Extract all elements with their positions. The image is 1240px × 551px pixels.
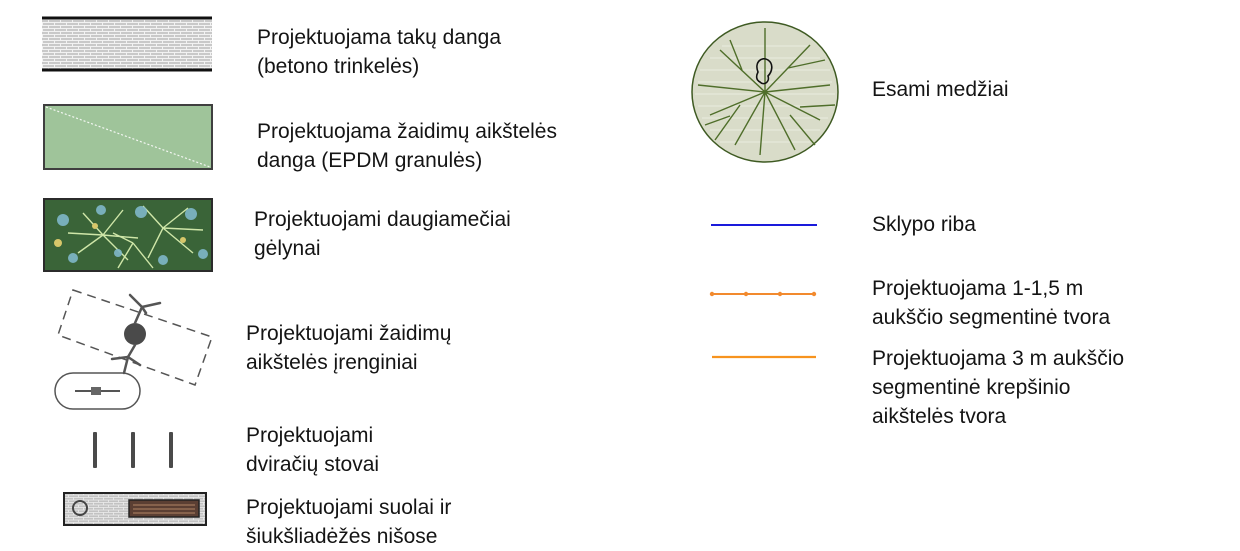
bike-stands-swatch xyxy=(88,430,188,470)
trees-label: Esami medžiai xyxy=(872,78,1009,101)
epdm-label: Projektuojama žaidimų aikštelės danga (E… xyxy=(257,120,557,172)
epdm-swatch xyxy=(43,104,213,170)
flowerbed-swatch xyxy=(43,198,213,272)
play-equipment-label: Projektuojami žaidimų aikštelės įrengini… xyxy=(246,322,452,374)
bike-stands-label: Projektuojami dviračių stovai xyxy=(246,424,380,476)
benches-label: Projektuojami suolai ir šiukšliadėžės ni… xyxy=(246,496,452,548)
boundary-line-swatch xyxy=(711,220,817,230)
tree-swatch xyxy=(690,20,840,164)
flowerbeds-label: Projektuojami daugiamečiai gėlynai xyxy=(254,208,511,260)
fence-high-swatch xyxy=(712,352,816,362)
benches-swatch xyxy=(63,492,207,526)
fence-low-swatch xyxy=(709,288,817,300)
fence-low-label: Projektuojama 1-1,5 m aukščio segmentinė… xyxy=(872,277,1111,329)
paving-swatch xyxy=(42,16,212,72)
play-equipment-swatch xyxy=(50,285,220,415)
fence-high-label: Projektuojama 3 m aukščio segmentinė kre… xyxy=(872,347,1125,428)
boundary-label: Sklypo riba xyxy=(872,213,976,236)
paving-label: Projektuojama takų danga (betono trinkel… xyxy=(257,26,501,78)
